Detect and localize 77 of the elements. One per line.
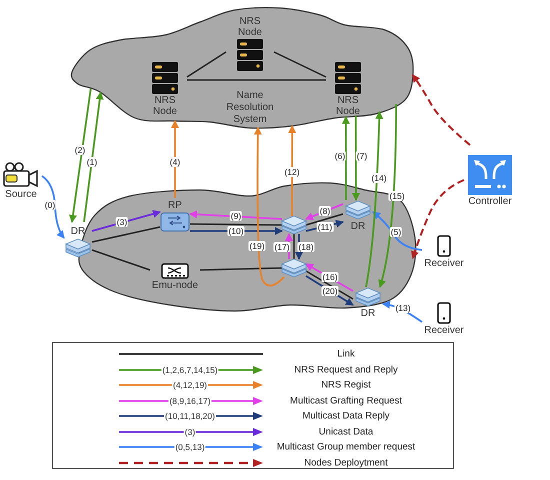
arrow — [254, 126, 285, 287]
edge-label: (14) — [370, 173, 388, 183]
edge-label: (15) — [388, 191, 406, 201]
line-label: (10,11,18,20) — [164, 411, 216, 421]
legend-label: NRS Regist — [321, 380, 371, 390]
edge-label: (8) — [318, 206, 332, 216]
edge-label: (6) — [334, 151, 346, 161]
edge-label: (16) — [321, 272, 339, 282]
node-label: Controller — [468, 196, 512, 207]
node-label: Receiver — [424, 258, 464, 269]
switch-icon — [281, 258, 307, 278]
edge-label: (20) — [321, 286, 339, 296]
legend-label: NRS Request and Reply — [294, 364, 398, 375]
connection-line — [190, 223, 282, 226]
arrow — [171, 120, 179, 198]
node-label: Emu-node — [152, 280, 198, 291]
connection-line — [92, 226, 160, 243]
edge-label: (17) — [273, 242, 291, 252]
edge-label: (0) — [44, 200, 56, 210]
dashed-arrow — [412, 74, 471, 146]
arrow — [352, 116, 360, 201]
node-label: RP — [168, 200, 182, 211]
arrow — [69, 88, 92, 223]
edge-label: (18) — [297, 242, 315, 252]
edge-label: (2) — [74, 145, 86, 155]
edge-label: (4) — [168, 157, 182, 167]
connection-line — [92, 249, 150, 271]
edge-label: (13) — [394, 303, 412, 313]
edge-label: (3) — [116, 217, 128, 227]
arrow — [365, 110, 384, 288]
arrow — [92, 210, 161, 232]
arrow — [190, 227, 283, 235]
edge-label: (11) — [316, 222, 334, 232]
switch-icon — [281, 215, 307, 235]
edge-label: (5) — [390, 227, 402, 237]
node-label: Receiver — [424, 325, 464, 336]
arrow — [285, 233, 293, 259]
connection-line — [306, 270, 354, 300]
legend-label: Link — [337, 348, 355, 360]
legend-label: Unicast Data — [318, 426, 374, 437]
connection-line — [274, 51, 326, 78]
node-label: NRS Node — [152, 94, 178, 116]
node-label: DR — [70, 226, 86, 237]
connection-line — [186, 51, 226, 78]
connection-line — [306, 213, 344, 226]
cloud-label: Name Resolution System — [225, 90, 275, 126]
connection-line — [293, 234, 295, 259]
arrow — [189, 210, 282, 220]
arrow — [342, 116, 350, 200]
node-label: Source — [5, 189, 37, 200]
edge-label: (7) — [356, 151, 368, 161]
node-label: DR — [360, 308, 376, 319]
line-label: (0,5,13) — [174, 442, 206, 452]
node-label: NRS Node — [335, 94, 361, 116]
edge-label: (1) — [86, 157, 98, 167]
edge-label: (9) — [230, 211, 242, 221]
arrow — [83, 91, 104, 222]
arrow — [288, 124, 296, 216]
node-label: NRS Node — [237, 16, 263, 38]
connection-line — [187, 79, 326, 81]
dashed-arrow — [411, 179, 464, 260]
arrow — [372, 211, 422, 251]
arrow — [41, 175, 65, 239]
line-label: (3) — [184, 426, 196, 436]
node-label: DR — [350, 221, 366, 232]
connection-line — [200, 267, 282, 271]
legend-label: Multicast Data Reply — [302, 410, 390, 422]
edge-label: (10) — [227, 226, 245, 236]
legend-label: Nodes Deploytment — [304, 457, 388, 468]
edge-label: (19) — [248, 241, 266, 251]
edge-label: (12) — [283, 167, 301, 177]
line-label: (4,12,19) — [172, 380, 208, 390]
line-label: (1,2,6,7,14,15) — [161, 364, 219, 374]
line-label: (8,9,16,17) — [168, 396, 212, 406]
arrow — [378, 104, 398, 288]
legend-label: Multicast Group member request — [276, 442, 416, 452]
legend-label: Multicast Grafting Request — [290, 395, 402, 406]
